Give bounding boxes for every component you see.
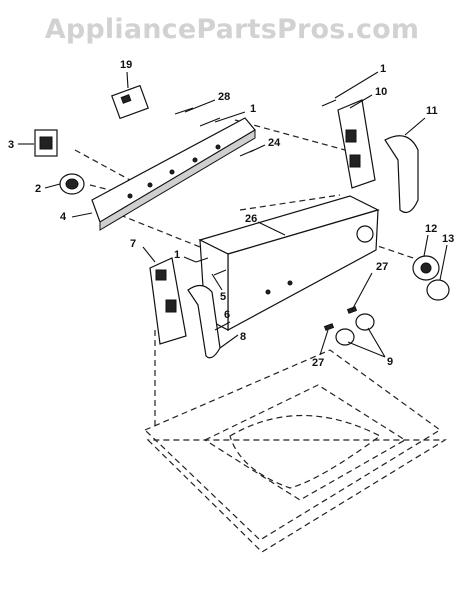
watermark-logo: AppliancePartsPros.com <box>44 14 420 45</box>
selector-switch <box>59 173 85 195</box>
callout-27: 27 <box>312 357 324 369</box>
callout-8: 8 <box>240 331 246 343</box>
control-panel-bracket <box>91 117 256 231</box>
callout-26: 26 <box>245 213 257 225</box>
leader-lines <box>18 71 448 358</box>
callout-1: 1 <box>380 63 386 75</box>
callout-19: 19 <box>120 59 132 71</box>
callout-10: 10 <box>375 86 387 98</box>
timer-block <box>111 84 149 120</box>
control-knob <box>412 255 450 301</box>
callout-6: 6 <box>224 309 230 321</box>
callout-5: 5 <box>220 291 226 303</box>
callout-11: 11 <box>426 105 438 117</box>
washer-top-outline <box>143 330 448 553</box>
callout-24: 24 <box>268 137 281 149</box>
callout-12: 12 <box>425 223 437 235</box>
left-end-cap-cover <box>187 284 221 359</box>
callout-13: 13 <box>442 233 454 245</box>
callout-9: 9 <box>387 356 393 368</box>
callout-7: 7 <box>130 238 136 250</box>
callout-28: 28 <box>218 91 230 103</box>
callout-labels: 19 28 1 1 10 11 3 24 2 4 26 7 1 12 13 27… <box>8 59 454 369</box>
right-end-cap <box>337 99 376 189</box>
push-buttons <box>323 306 375 346</box>
callout-4: 4 <box>60 211 67 223</box>
right-end-cap-cover <box>384 135 419 213</box>
callout-2: 2 <box>35 183 41 195</box>
callout-1: 1 <box>174 249 180 261</box>
rotary-switch <box>34 129 58 157</box>
callout-1: 1 <box>250 103 256 115</box>
callout-3: 3 <box>8 139 14 151</box>
callout-27: 27 <box>376 261 388 273</box>
left-end-cap <box>149 257 187 345</box>
